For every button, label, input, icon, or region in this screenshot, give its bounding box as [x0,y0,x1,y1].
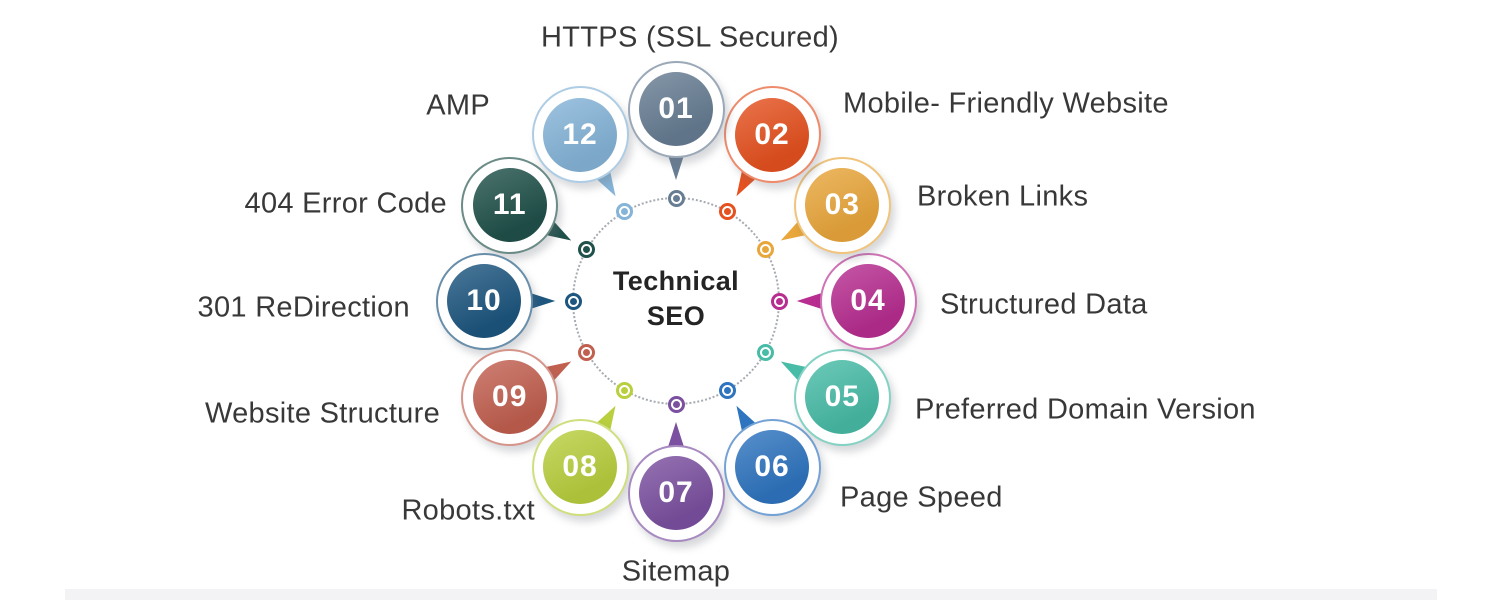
bubble-03: 03 [793,156,891,254]
ring-dot-10 [564,292,582,310]
topic-label-02: Mobile- Friendly Website [843,87,1169,120]
ring-dot-08 [616,381,633,399]
ring-dot-07 [667,395,685,413]
ring-dot-core-11 [583,246,591,253]
center-title-line1: Technical [612,265,740,296]
ring-dot-12 [616,203,633,221]
ring-dot-core-01 [672,194,680,202]
bubble-number-06: 06 [754,450,790,484]
bubble-inner-10: 10 [447,264,521,338]
topic-label-01: HTTPS (SSL Secured) [541,21,839,54]
topic-label-05: Preferred Domain Version [915,393,1256,426]
bubble-11: 11 [461,156,559,254]
ring-dot-core-09 [583,349,591,356]
bubble-inner-04: 04 [831,264,905,338]
ring-dot-01 [667,189,685,207]
bubble-10: 10 [435,252,533,350]
ring-dot-04 [770,292,788,310]
ring-dot-03 [756,241,774,258]
topic-label-03: Broken Links [917,180,1089,213]
bubble-number-05: 05 [824,380,860,413]
bubble-inner-06: 06 [735,430,809,505]
ring-dot-core-03 [761,246,769,253]
bubble-number-02: 02 [754,117,790,151]
ring-dot-core-04 [775,297,783,305]
bubble-number-03: 03 [824,188,860,221]
center-title-line2: SEO [646,301,706,331]
bubble-number-10: 10 [466,284,502,317]
bubble-inner-07: 07 [639,456,713,530]
bubble-08: 08 [531,418,629,516]
bubble-number-11: 11 [492,188,527,221]
bubble-number-04: 04 [850,284,886,317]
center-title: Technical SEO [613,264,739,334]
ring-dot-core-12 [621,208,628,216]
bubble-inner-03: 03 [805,168,880,242]
topic-label-06: Page Speed [840,481,1003,514]
bubble-06: 06 [723,418,821,516]
topic-label-12: AMP [426,89,490,122]
ring-dot-11 [578,241,596,258]
bubble-inner-01: 01 [639,72,713,146]
topic-label-11: 404 Error Code [244,187,447,220]
ring-dot-core-08 [621,386,628,394]
ring-dot-02 [719,203,736,221]
bubble-04: 04 [819,252,917,350]
bubble-inner-12: 12 [543,97,617,172]
ring-dot-core-06 [724,386,731,394]
ring-dot-core-02 [724,208,731,216]
bubble-02: 02 [723,86,821,184]
ring-dot-06 [719,381,736,399]
bubble-inner-08: 08 [543,430,617,505]
bubble-05: 05 [793,348,891,446]
bubble-09: 09 [461,348,559,446]
ring-dot-05 [756,344,774,361]
bubble-inner-09: 09 [472,360,547,434]
topic-label-10: 301 ReDirection [197,291,410,324]
bubble-01: 01 [627,60,725,158]
bubble-inner-05: 05 [805,360,880,434]
ring-dot-core-05 [761,349,769,356]
bubble-12: 12 [531,86,629,184]
bubble-number-08: 08 [562,450,598,484]
bubble-inner-02: 02 [735,97,809,172]
bubble-number-12: 12 [562,117,598,151]
topic-label-04: Structured Data [940,288,1148,321]
ring-dot-core-10 [569,297,577,305]
footer-strip [65,589,1437,600]
topic-label-08: Robots.txt [401,494,535,527]
ring-dot-09 [578,344,596,361]
bubble-07: 07 [627,444,725,542]
ring-dot-core-07 [672,400,680,408]
bubble-inner-11: 11 [472,168,547,242]
topic-label-07: Sitemap [621,555,731,588]
bubble-number-07: 07 [658,476,694,509]
topic-label-09: Website Structure [204,397,440,430]
bubble-number-01: 01 [658,92,694,125]
bubble-number-09: 09 [492,380,528,413]
